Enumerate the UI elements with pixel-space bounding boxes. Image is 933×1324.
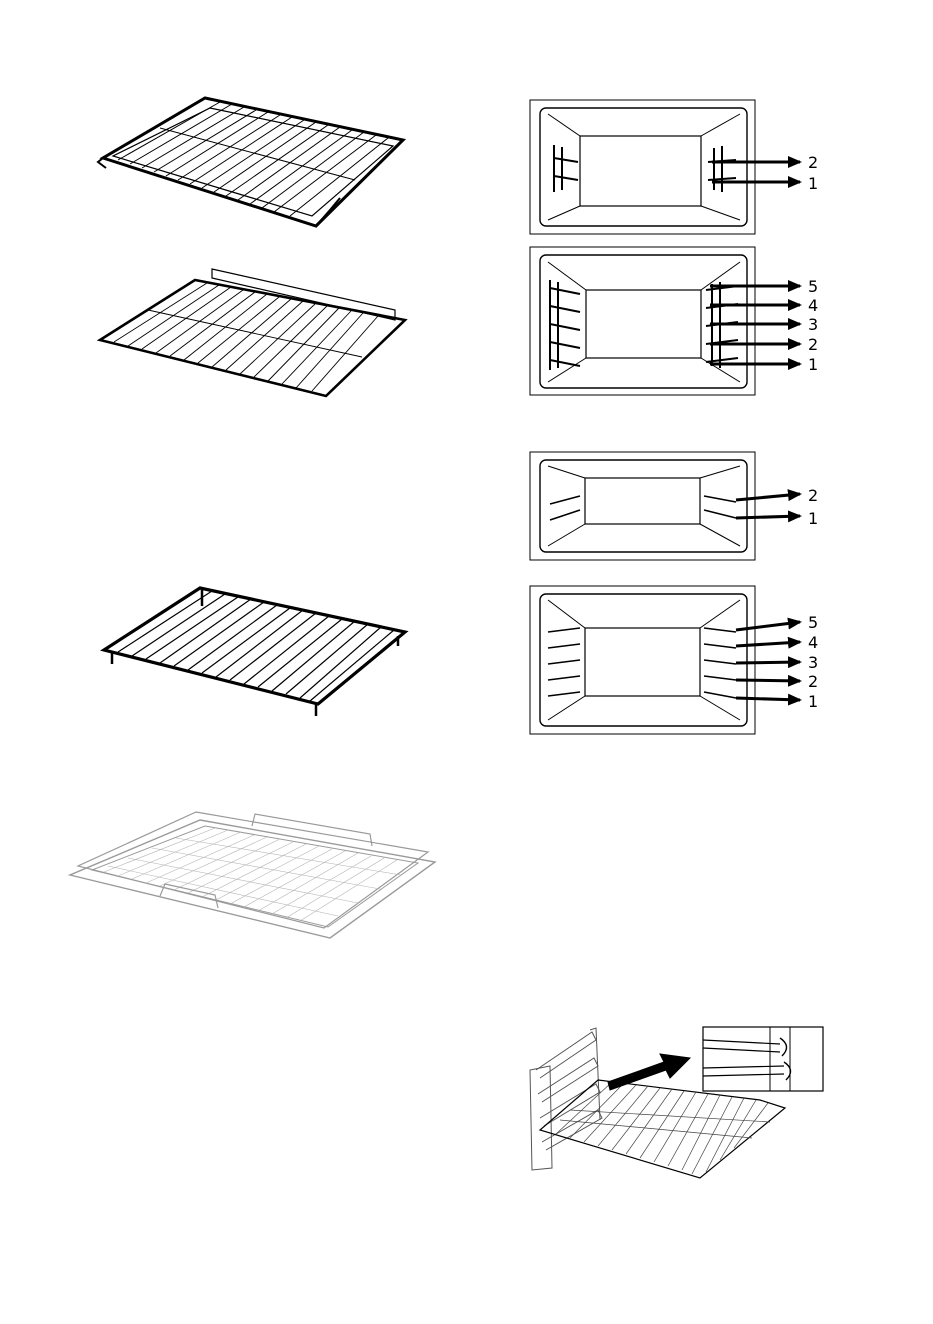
oven-diagram-5-levels-wire [530, 586, 800, 734]
oven-diagram-5-levels-ladder [530, 247, 800, 395]
level-label: 2 [808, 486, 818, 505]
level-label: 2 [808, 672, 818, 691]
wire-rack-with-legs-icon [104, 588, 405, 716]
level-label: 3 [808, 653, 818, 672]
level-label: 1 [808, 509, 818, 528]
level-label: 1 [808, 355, 818, 374]
level-label: 4 [808, 296, 818, 315]
flat-wire-tray-icon [100, 269, 405, 396]
wire-shelf-raised-icon [98, 98, 403, 226]
level-label: 3 [808, 315, 818, 334]
level-label: 4 [808, 633, 818, 652]
level-label: 2 [808, 153, 818, 172]
oven-diagram-2-levels-wire [530, 452, 800, 560]
oven-diagram-2-levels-ladder [530, 100, 800, 234]
level-label: 5 [808, 277, 818, 296]
level-label: 5 [808, 613, 818, 632]
level-label: 2 [808, 335, 818, 354]
mesh-tray-icon [70, 812, 435, 938]
level-label: 1 [808, 692, 818, 711]
level-label: 1 [808, 174, 818, 193]
shelf-insertion-illustration [530, 1027, 823, 1178]
